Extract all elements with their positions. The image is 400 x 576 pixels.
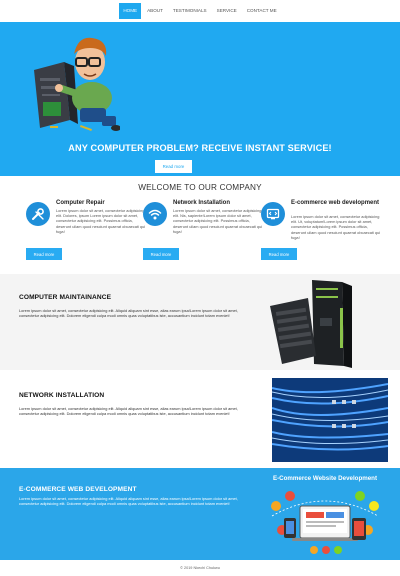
code-monitor-icon	[261, 202, 285, 226]
network-cables-image	[272, 378, 388, 462]
nav-contact[interactable]: CONTACT ME	[246, 8, 277, 13]
nav-service[interactable]: SERVICE	[216, 8, 237, 13]
wifi-icon	[143, 202, 167, 226]
feature-text: Lorem ipsum dolor sit amet, consectetur …	[291, 214, 381, 240]
features-row: Computer Repair Lorem ipsum dolor sit am…	[0, 198, 400, 266]
feature-read-more-button[interactable]: Read more	[26, 248, 62, 260]
feature-read-more-button[interactable]: Read more	[143, 248, 179, 260]
nav-home[interactable]: HOME	[119, 3, 142, 19]
welcome-title: WELCOME TO OUR COMPANY	[138, 183, 262, 192]
hero-title: ANY COMPUTER PROBLEM? RECEIVE INSTANT SE…	[68, 143, 332, 153]
section-text: Lorem ipsum dolor sit amet, consectetur …	[19, 308, 238, 319]
section-text: Lorem ipsum dolor sit amet, consectetur …	[19, 496, 238, 507]
hero-section: ANY COMPUTER PROBLEM? RECEIVE INSTANT SE…	[0, 22, 400, 176]
ecommerce-devices-illustration	[271, 491, 379, 554]
nav-testimonials[interactable]: TESTIMONIALS	[172, 8, 207, 13]
section-title: COMPUTER MAINTAINANCE	[19, 294, 112, 301]
section-title: E-COMMERCE WEB DEVELOPMENT	[19, 486, 137, 493]
feature-network-installation: Network Installation Lorem ipsum dolor s…	[143, 198, 263, 266]
section-network-installation: NETWORK INSTALLATION Lorem ipsum dolor s…	[0, 374, 400, 464]
feature-title: E-commerce web development	[291, 200, 380, 206]
feature-text: Lorem ipsum dolor sit amet, consectetur …	[56, 208, 146, 234]
computer-keyboard-image	[270, 280, 352, 368]
feature-title: Network Installation	[173, 200, 231, 206]
ecommerce-image-caption: E-Commerce Website Development	[272, 475, 378, 482]
feature-computer-repair: Computer Repair Lorem ipsum dolor sit am…	[26, 198, 146, 266]
feature-title: Computer Repair	[56, 200, 105, 206]
technician-illustration	[34, 37, 120, 131]
nav-about[interactable]: ABOUT	[147, 8, 163, 13]
wrench-screwdriver-icon	[26, 202, 50, 226]
top-nav: HOME ABOUT TESTIMONIALS SERVICE CONTACT …	[0, 0, 400, 22]
section-computer-maintainance: COMPUTER MAINTAINANCE Lorem ipsum dolor …	[0, 274, 400, 370]
feature-text: Lorem ipsum dolor sit amet, consectetur …	[173, 208, 263, 234]
hero-read-more-button[interactable]: Read more	[155, 160, 192, 173]
ecommerce-image: E-Commerce Website Development	[262, 472, 388, 558]
section-text: Lorem ipsum dolor sit amet, consectetur …	[19, 406, 238, 417]
feature-read-more-button[interactable]: Read more	[261, 248, 297, 260]
feature-ecommerce: E-commerce web development Lorem ipsum d…	[261, 198, 381, 266]
section-title: NETWORK INSTALLATION	[19, 392, 105, 399]
footer-copyright: © 2019 Nkechi Chukwu	[180, 566, 220, 570]
section-ecommerce: E-COMMERCE WEB DEVELOPMENT Lorem ipsum d…	[0, 468, 400, 560]
